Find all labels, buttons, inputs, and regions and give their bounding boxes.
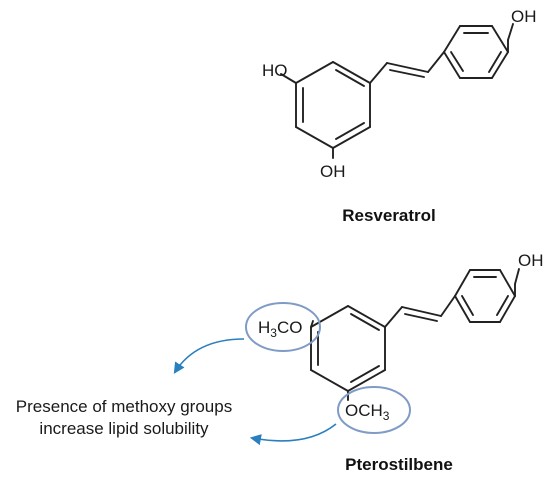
- resveratrol-vinyl-bridge: [369, 51, 445, 84]
- resveratrol-ho-label: HO: [262, 61, 288, 80]
- annotation: Presence of methoxy groups increase lipi…: [16, 338, 337, 446]
- pterostilbene-methoxy-bottom-label: OCH3: [345, 401, 390, 423]
- pterostilbene-name: Pterostilbene: [345, 455, 453, 474]
- resveratrol-left-ring: [295, 61, 371, 149]
- resveratrol-oh-right-bond-2: [507, 23, 514, 41]
- pterostilbene-structure: H3CO OCH3 OH Pterostilbene: [245, 251, 544, 474]
- arrow-from-bottom-methoxy: [249, 423, 337, 446]
- pterostilbene-methoxy-left-label: H3CO: [258, 318, 302, 340]
- methoxy-left-highlight: [245, 302, 321, 352]
- resveratrol-oh-bottom-label: OH: [320, 162, 346, 181]
- pterostilbene-oh-right-label: OH: [518, 251, 544, 270]
- resveratrol-right-ring: [443, 25, 509, 79]
- pterostilbene-oh-right-bond-2: [514, 268, 520, 285]
- annotation-line-2: increase lipid solubility: [39, 419, 209, 438]
- annotation-line-1: Presence of methoxy groups: [16, 397, 232, 416]
- methoxy-bottom-highlight: [337, 386, 411, 434]
- arrow-from-left-methoxy: [173, 338, 245, 374]
- pterostilbene-methoxy-left-bond: [310, 320, 314, 328]
- resveratrol-ho-bond: [280, 73, 297, 84]
- pterostilbene-vinyl-bridge: [384, 295, 456, 328]
- pterostilbene-left-ring: [310, 305, 386, 392]
- resveratrol-structure: HO OH OH Resveratrol: [262, 7, 537, 225]
- resveratrol-oh-right-label: OH: [511, 7, 537, 26]
- resveratrol-name: Resveratrol: [342, 206, 436, 225]
- pterostilbene-right-ring: [454, 269, 516, 323]
